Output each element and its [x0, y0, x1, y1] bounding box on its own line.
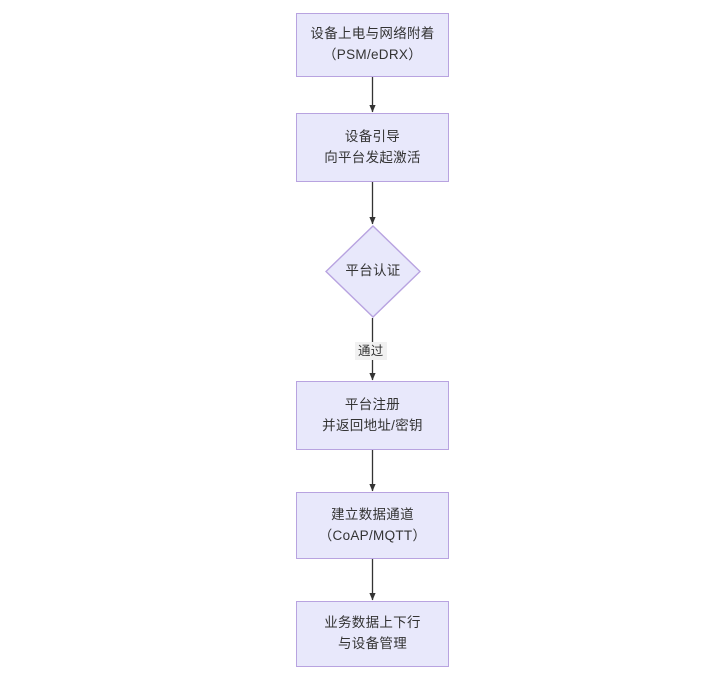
edge-label-pass: 通过: [355, 342, 387, 361]
node-platform-registration[interactable]: 平台注册 并返回地址/密钥: [296, 381, 449, 450]
node-label-line: 设备上电与网络附着: [310, 26, 435, 42]
node-device-power-on[interactable]: 设备上电与网络附着 （PSM/eDRX）: [296, 13, 449, 77]
node-platform-authentication[interactable]: 平台认证: [325, 225, 421, 318]
node-label-line: 业务数据上下行: [324, 615, 421, 631]
node-label-line: 与设备管理: [338, 636, 407, 651]
node-label-line: 平台注册: [344, 396, 401, 412]
diamond-shape-icon: [325, 225, 421, 318]
node-label-line: 平台认证: [345, 263, 401, 279]
node-label-line: 建立数据通道: [331, 506, 414, 522]
node-label-line: 设备引导: [344, 128, 401, 144]
node-label-line: （CoAP/MQTT）: [318, 527, 427, 543]
node-label-line: （PSM/eDRX）: [322, 47, 423, 62]
node-data-channel-setup[interactable]: 建立数据通道 （CoAP/MQTT）: [296, 492, 449, 559]
node-label-line: 并返回地址/密钥: [322, 417, 423, 433]
node-device-bootstrap[interactable]: 设备引导 向平台发起激活: [296, 113, 449, 182]
node-label-line: 向平台发起激活: [324, 149, 421, 165]
node-business-data-and-device-management[interactable]: 业务数据上下行 与设备管理: [296, 601, 449, 667]
